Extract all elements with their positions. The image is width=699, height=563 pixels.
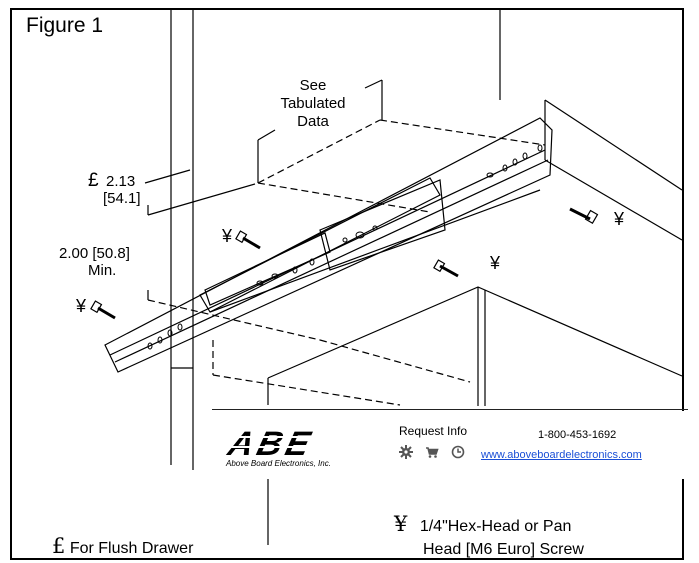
- phone-number[interactable]: 1-800-453-1692: [538, 429, 617, 441]
- cart-icon[interactable]: [422, 442, 442, 462]
- screw-left-inner: [235, 230, 261, 250]
- screw-marker-middle: ¥: [489, 253, 501, 273]
- legend-flush-symbol: £: [52, 534, 66, 558]
- screw-marker-right: ¥: [613, 209, 625, 229]
- logo-text: ABE: [224, 425, 318, 462]
- screw-marker-left-outer: ¥: [75, 296, 87, 316]
- legend-flush: £ For Flush Drawer: [52, 534, 193, 558]
- min-dim-value: 2.00 [50.8]: [59, 245, 130, 262]
- website-link[interactable]: www.aboveboardelectronics.com: [481, 449, 642, 461]
- screw-marker-left-inner: ¥: [221, 226, 233, 246]
- company-tagline: Above Board Electronics, Inc.: [226, 459, 331, 468]
- request-info-label[interactable]: Request Info: [399, 424, 468, 438]
- figure-border: [10, 8, 684, 560]
- legend-screw-symbol: ¥: [394, 512, 408, 536]
- callout-line-1: See: [300, 77, 327, 94]
- flush-dim-value: 2.13: [106, 173, 135, 190]
- callout-line-2: Tabulated: [280, 95, 345, 112]
- figure-title: Figure 1: [26, 14, 104, 37]
- screw-middle: [433, 259, 459, 278]
- min-dim-label: Min.: [88, 262, 116, 279]
- screw-right: [569, 207, 599, 225]
- flush-dim-metric: [54.1]: [103, 190, 141, 207]
- gear-icon[interactable]: [396, 442, 416, 462]
- screw-left-outer: [90, 300, 116, 320]
- legend-screw-text-2: Head [M6 Euro] Screw: [423, 541, 584, 558]
- callout-line-3: Data: [297, 113, 329, 130]
- legend-flush-text: For Flush Drawer: [69, 540, 194, 557]
- banner-divider: [212, 409, 688, 410]
- legend-screw: ¥ 1/4"Hex-Head or Pan: [394, 512, 571, 536]
- banner-icons: [396, 442, 468, 462]
- flush-dim-symbol: £: [88, 170, 99, 191]
- legend-screw-text-1: 1/4"Hex-Head or Pan: [419, 518, 572, 535]
- clock-icon[interactable]: [448, 442, 468, 462]
- company-banner: [212, 411, 684, 479]
